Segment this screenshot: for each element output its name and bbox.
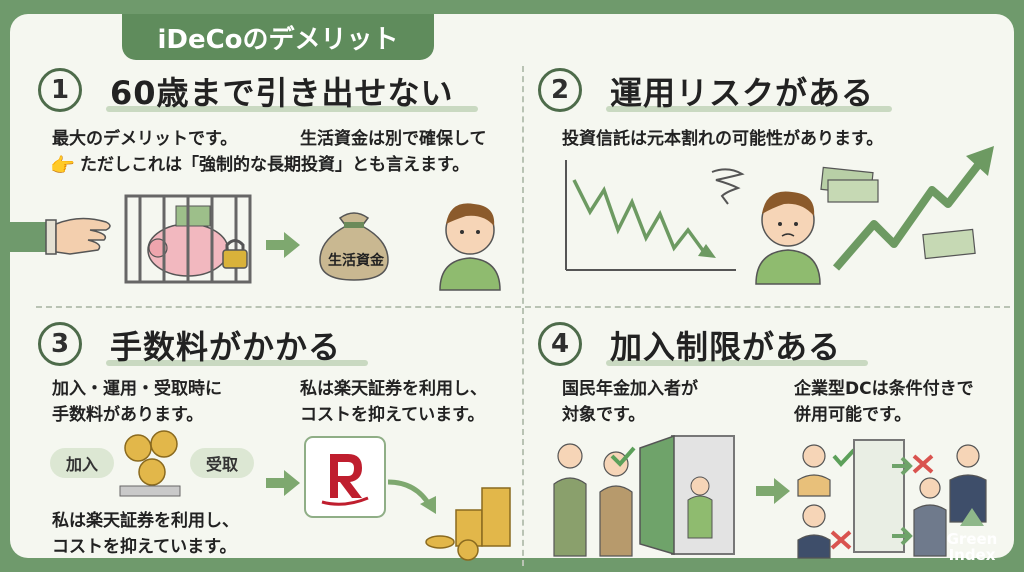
pill-receive: 受取 <box>190 448 254 478</box>
section-1-number: 1 <box>38 68 82 112</box>
person-icon-woman-2 <box>913 477 947 557</box>
section-4-text-2: 対象です。 <box>562 405 646 425</box>
door-icon <box>639 434 735 556</box>
person-icon-group-1 <box>553 443 633 557</box>
falling-chart-icon <box>565 160 736 271</box>
rising-arrow-icon <box>832 146 994 271</box>
check-icon-2 <box>832 448 856 467</box>
section-2-text-1: 投資信託は元本割れの可能性があります。 <box>562 129 884 149</box>
banknote-icon-2 <box>922 228 976 260</box>
page-title: iDeCoのデメリット <box>122 14 434 60</box>
logo-line-1: Green <box>946 530 998 548</box>
brand-logo: Green Index <box>928 506 1016 566</box>
worried-person-icon <box>755 191 821 285</box>
section-2-underline <box>606 106 892 112</box>
section-2-heading: 運用リスクがある <box>610 74 875 112</box>
section-4-text-3: 企業型DCは条件付きで <box>794 379 974 399</box>
section-3-number: 3 <box>38 322 82 366</box>
thinking-person-icon <box>439 203 501 291</box>
cross-icon <box>830 530 852 550</box>
section-3-bottom-text-1: 私は楽天証券を利用し、 <box>52 511 239 531</box>
section-3-heading: 手数料がかかる <box>110 328 342 366</box>
person-icon-woman <box>797 444 831 497</box>
money-bag-icon <box>319 212 389 281</box>
person-icon-man <box>797 504 831 559</box>
banknote-icon <box>820 166 879 203</box>
section-1-underline <box>106 106 478 112</box>
section-1-text-1: 最大のデメリットです。 <box>52 129 238 149</box>
door-icon-2 <box>853 439 913 553</box>
worry-swirl-icon <box>711 168 745 205</box>
hand-icon <box>10 217 111 255</box>
coin-stack-icon <box>425 487 511 561</box>
section-3-bottom-text-2: コストを抑えています。 <box>52 537 237 557</box>
arrow-right-icon-3 <box>756 478 790 504</box>
section-1-text-3: ただしこれは「強制的な長期投資」とも言えます。 <box>80 155 470 175</box>
section-4-underline <box>606 360 868 366</box>
pointing-hand-icon: 👉 <box>50 153 75 177</box>
horizontal-divider <box>36 306 1010 308</box>
check-icon <box>610 446 636 467</box>
section-4-text-1: 国民年金加入者が <box>562 379 698 399</box>
section-3-text-3: 私は楽天証券を利用し、 <box>300 379 487 399</box>
arrow-right-icon <box>266 232 300 258</box>
person-icon-man-2 <box>949 444 987 523</box>
cross-icon-2 <box>912 454 934 474</box>
rakuten-logo-icon <box>304 436 386 518</box>
piggy-bank-icon <box>124 194 252 284</box>
money-bag-label: 生活資金 <box>328 253 384 269</box>
section-1-heading: 60歳まで引き出せない <box>110 74 454 112</box>
section-4-number: 4 <box>538 322 582 366</box>
section-4-text-4: 併用可能です。 <box>794 405 912 425</box>
coin-icon <box>119 430 181 497</box>
section-2-number: 2 <box>538 68 582 112</box>
main-card: iDeCoのデメリット 1 60歳まで引き出せない 最大のデメリットです。 生活… <box>10 14 1014 566</box>
padlock-icon <box>222 239 248 269</box>
leaf-icon <box>960 508 984 526</box>
section-1-text-2: 生活資金は別で確保して <box>300 129 487 149</box>
section-3-text-2: 手数料があります。 <box>52 405 204 425</box>
vertical-divider <box>522 66 524 566</box>
section-3-text-1: 加入・運用・受取時に <box>52 379 222 399</box>
logo-line-2: Index <box>948 546 996 564</box>
section-4-heading: 加入制限がある <box>610 328 842 366</box>
arrow-right-icon-2 <box>266 470 300 496</box>
section-3-text-4: コストを抑えています。 <box>300 405 485 425</box>
curved-arrow-icon <box>387 479 436 514</box>
section-3-underline <box>106 360 368 366</box>
pill-enroll: 加入 <box>50 448 114 478</box>
